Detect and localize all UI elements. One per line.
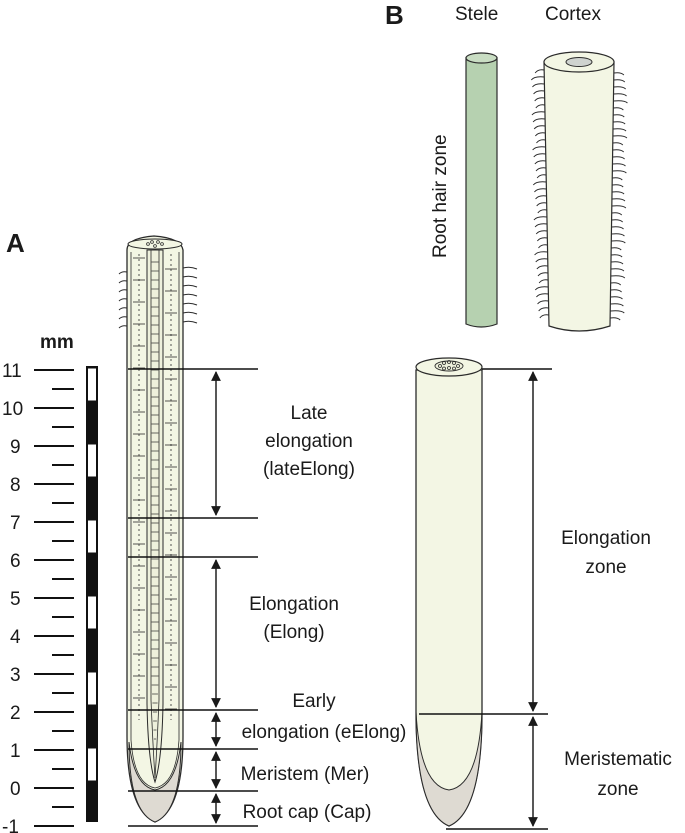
scale-tick-label: 6	[10, 551, 21, 572]
root-a-stele	[146, 249, 164, 784]
elongation-zone-label-2: zone	[585, 557, 626, 578]
cortex-cylinder	[530, 51, 628, 332]
root-hair-zone-label: Root hair zone	[430, 134, 451, 258]
stele-label: Stele	[455, 4, 498, 25]
panel-b-letter: B	[385, 0, 404, 30]
scale-tick-label: 5	[10, 589, 21, 610]
scale-tick-label: 7	[10, 513, 21, 534]
scale-ticks	[34, 369, 74, 827]
meristematic-zone-label-1: Meristematic	[564, 749, 672, 770]
stele-cylinder	[465, 52, 498, 328]
zone-label-early-1: Early	[292, 691, 336, 712]
zone-label-elong-1: Elongation	[249, 594, 339, 615]
root-b-outer	[415, 369, 483, 827]
scale-labels: 11 10 9 8 7 6 5 4 3 2 1 0 -1	[2, 361, 23, 833]
zone-boundaries-b	[419, 368, 552, 830]
root-b-cap	[415, 711, 483, 827]
cortex-label: Cortex	[545, 4, 601, 25]
zone-label-late-1: Late	[291, 403, 328, 424]
scale-unit-label: mm	[40, 332, 74, 353]
root-a-drawing	[118, 235, 198, 823]
zone-label-mer: Meristem (Mer)	[241, 764, 370, 785]
elongation-zone-label-1: Elongation	[561, 528, 651, 549]
panel-a-letter: A	[6, 228, 25, 258]
zone-boundaries-a	[128, 368, 258, 827]
zone-label-cap: Root cap (Cap)	[243, 802, 372, 823]
scale-tick-label: 9	[10, 437, 21, 458]
scale-tick-label: 4	[10, 627, 21, 648]
scale-tick-label: 11	[2, 361, 22, 382]
zone-label-elong-2: (Elong)	[263, 622, 324, 643]
scale-tick-label: -1	[2, 817, 19, 833]
zone-label-early-2: elongation (eElong)	[242, 722, 407, 743]
scale-tick-label: 8	[10, 475, 21, 496]
scale-tick-label: 0	[10, 779, 21, 800]
root-a-cap	[128, 741, 182, 823]
root-b-drawing	[415, 357, 483, 827]
zone-label-late-2: elongation	[265, 431, 353, 452]
scale-tick-label: 2	[10, 703, 21, 724]
scale-tick-label: 3	[10, 665, 21, 686]
scale-ruler-bar	[86, 366, 98, 822]
meristematic-zone-label-2: zone	[597, 779, 638, 800]
zone-label-late-3: (lateElong)	[263, 459, 355, 480]
scale-tick-label: 1	[10, 741, 21, 762]
scale-tick-label: 10	[2, 399, 23, 420]
